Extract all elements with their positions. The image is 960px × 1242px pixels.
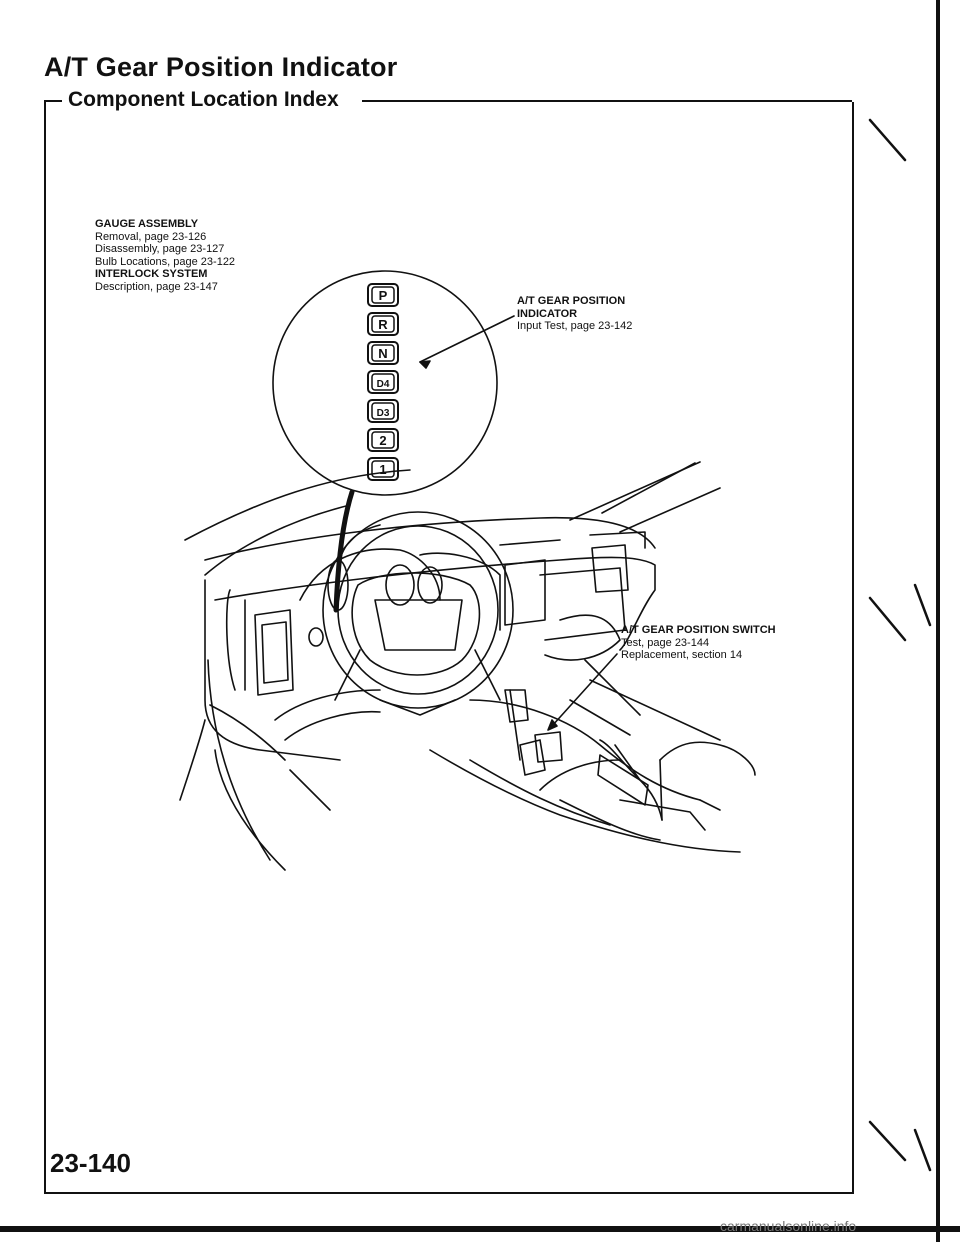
switch-leader-arrowhead [547,719,558,731]
frame-top-rule-right [362,100,852,102]
magnifier-leader-line [333,489,355,613]
gear-indicator-label: N [378,346,387,361]
gauge-bulb-locations-ref: Bulb Locations, page 23-122 [95,255,236,268]
gear-indicator-label: D3 [377,408,390,419]
gear-indicator-d4: D4 [367,370,399,394]
gear-indicator-1: 1 [367,457,399,481]
indicator-leader-line [419,315,515,363]
gear-indicator-label: P [379,288,388,303]
indicator-leader-arrowhead [419,360,431,369]
gear-indicator-label: R [378,317,388,332]
steering-wheel [322,511,514,716]
switch-callout: A/T GEAR POSITION SWITCH Test, page 23-1… [621,624,776,662]
frame-top-rule-left [44,100,62,102]
footer-watermark: carmanualsonline.info [720,1218,857,1234]
gear-indicator-label: D4 [377,379,390,390]
margin-marks [868,118,932,1172]
dashboard-outline [184,461,721,871]
gear-indicator-p: P [367,283,399,307]
gauge-assembly-heading: GAUGE ASSEMBLY [95,218,199,230]
switch-test-ref: Test, page 23-144 [621,636,710,649]
gauge-disassembly-ref: Disassembly, page 23-127 [95,243,225,255]
indicator-input-test-ref: Input Test, page 23-142 [517,320,633,332]
interlock-system-heading: INTERLOCK SYSTEM [95,268,208,280]
gear-indicator-2: 2 [367,428,399,452]
interlock-description-ref: Description, page 23-147 [95,280,218,293]
indicator-heading-line1: A/T GEAR POSITION [517,295,626,307]
switch-leader-line [551,653,618,727]
switch-replacement-ref: Replacement, section 14 [621,649,743,661]
a-pillar-lines [179,462,696,811]
page-bottom-bar [0,1226,960,1232]
gear-indicator-d3: D3 [367,399,399,423]
gear-indicator-label: 2 [379,433,386,448]
indicator-magnifier-circle [272,270,498,496]
gear-indicator-n: N [367,341,399,365]
page-title: A/T Gear Position Indicator [44,52,398,82]
gear-indicator-r: R [367,312,399,336]
switch-heading: A/T GEAR POSITION SWITCH [621,624,776,636]
gauge-removal-ref: Removal, page 23-126 [95,230,207,243]
center-console [429,659,756,853]
page-edge-bar [936,0,940,1242]
section-subtitle: Component Location Index [68,88,339,111]
indicator-callout: A/T GEAR POSITION INDICATOR Input Test, … [517,295,632,333]
gauge-assembly-callout: GAUGE ASSEMBLY Removal, page 23-126 Disa… [95,218,235,293]
gear-indicator-label: 1 [379,462,386,477]
figure-frame [44,102,854,1194]
page-number: 23-140 [50,1148,131,1178]
indicator-heading-line2: INDICATOR [517,307,578,320]
